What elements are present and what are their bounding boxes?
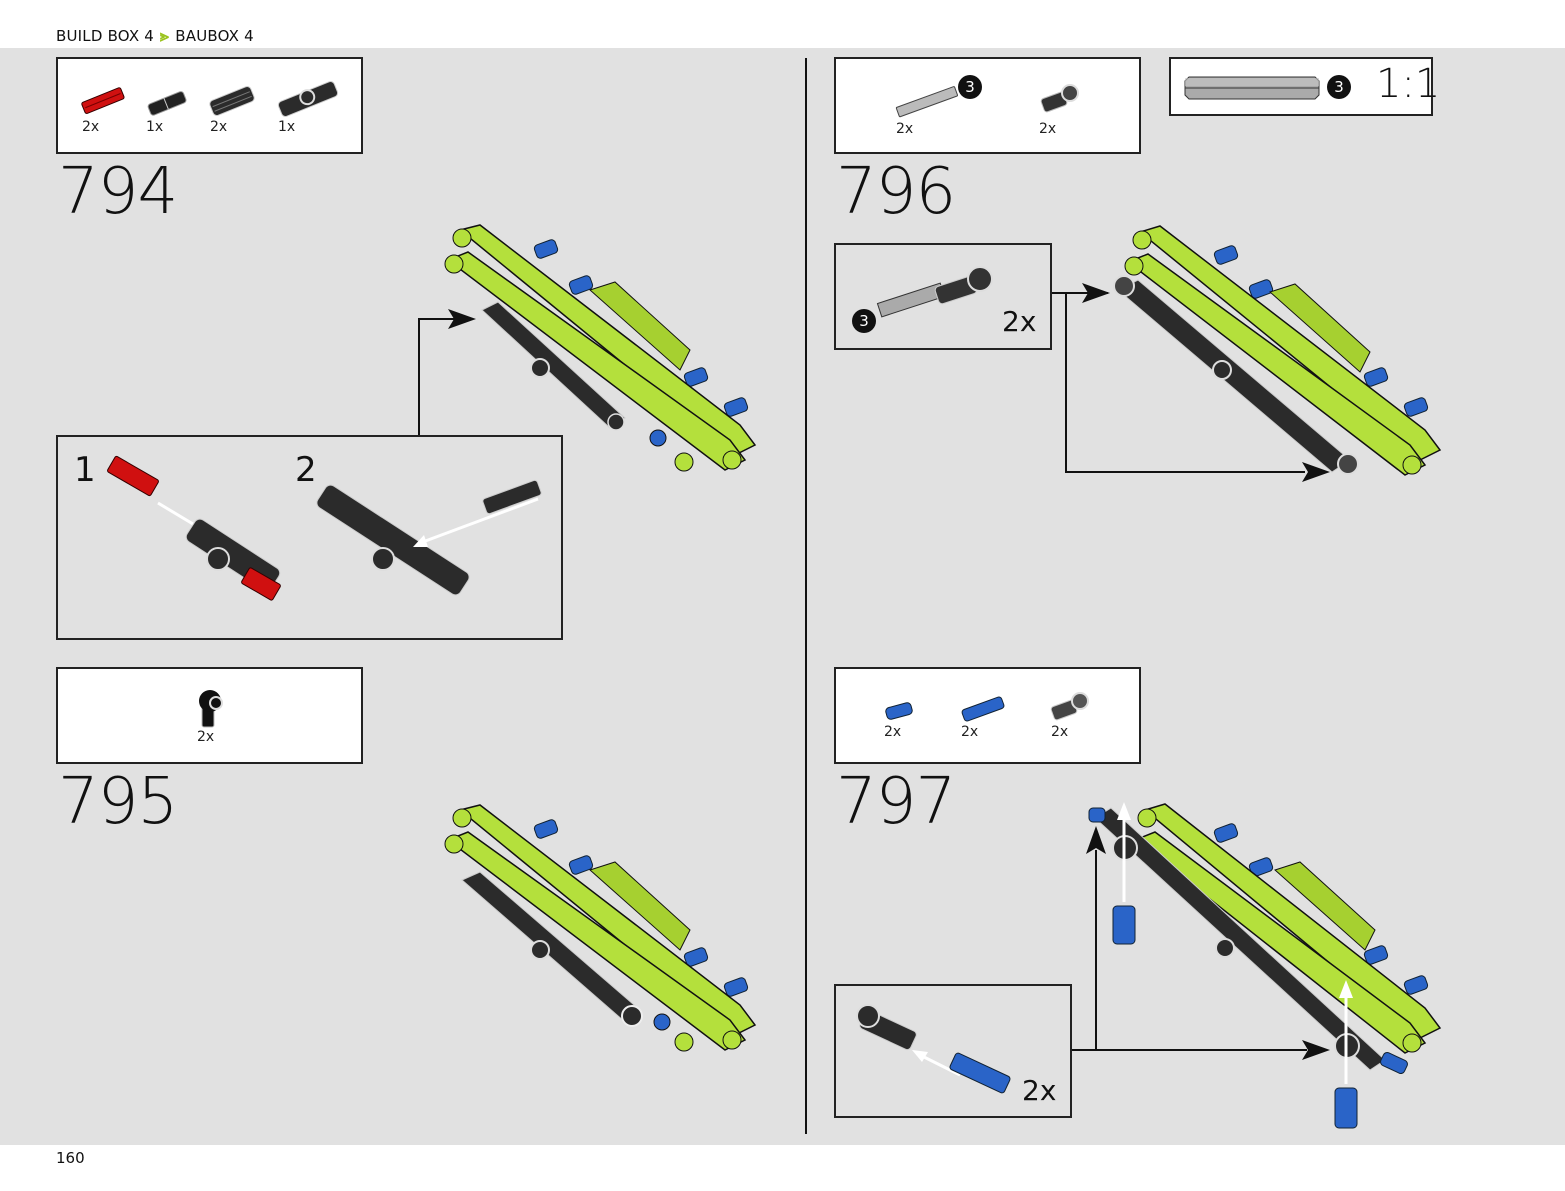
breadcrumb-item-baubox: BAUBOX 4 (175, 27, 254, 45)
black-axle-connector-icon (209, 86, 255, 116)
length-badge: 3 (852, 309, 876, 333)
substep-number: 1 (74, 450, 96, 490)
scale-reference-box: 3 1:1 (1169, 57, 1440, 116)
arrow-right-icon (1082, 283, 1110, 303)
assembly-795-illustration (444, 804, 757, 1052)
assembly-794-illustration (444, 224, 757, 472)
length-badge: 3 (1327, 75, 1351, 99)
black-pin-icon (147, 91, 187, 116)
subassembly-box-796: 3 2x (834, 243, 1052, 350)
chevron-right-icon: ⪢ (160, 26, 170, 45)
substeps-box-794: 1 2 (56, 435, 563, 640)
blue-pin-short-icon (885, 702, 913, 720)
callout-connector (1095, 850, 1097, 1050)
subassembly-qty: 2x (1002, 305, 1037, 338)
breadcrumb-item-build-box: BUILD BOX 4 (56, 27, 155, 45)
page-number: 160 (56, 1149, 85, 1167)
part-qty: 2x (1039, 121, 1057, 137)
axle-with-ring-subassembly-icon (876, 266, 993, 318)
arrow-right-icon (448, 309, 476, 329)
substep-number: 2 (295, 450, 317, 490)
scale-ratio: 1:1 (1376, 61, 1441, 107)
callout-connector (1065, 292, 1067, 473)
step-number: 795 (58, 765, 178, 839)
assembly-797-illustration (1088, 802, 1442, 1129)
parts-list-796: 3 2x 2x (834, 57, 1141, 154)
part-qty: 2x (884, 724, 902, 740)
substep-illustrations (107, 455, 542, 601)
blue-axle-pin-icon (961, 696, 1005, 722)
part-qty: 2x (197, 729, 215, 745)
black-axle-pin-ring-icon (1040, 84, 1079, 113)
length-badge: 3 (958, 75, 982, 99)
black-ring-connector-icon (1050, 692, 1089, 721)
parts-list-794: 2x 1x 2x 1x (56, 57, 363, 154)
part-qty: 2x (210, 119, 228, 135)
arrow-up-icon (1086, 826, 1106, 854)
breadcrumb: BUILD BOX 4 ⪢ BAUBOX 4 (56, 26, 254, 46)
part-qty: 2x (961, 724, 979, 740)
callout-connector (1052, 292, 1108, 294)
arrow-right-icon (1302, 462, 1330, 482)
part-qty: 2x (82, 119, 100, 135)
callout-connector (418, 318, 420, 436)
red-axle-pin-icon (81, 87, 125, 114)
arrow-right-icon (1302, 1040, 1330, 1060)
step-number: 794 (58, 155, 178, 229)
blue-pins (533, 239, 749, 417)
part-qty: 2x (1051, 724, 1069, 740)
callout-connector (418, 318, 454, 320)
assembly-796-illustration (1113, 225, 1442, 476)
black-angle-connector-icon (199, 690, 223, 728)
callout-connector (1065, 471, 1305, 473)
step-number: 797 (836, 765, 956, 839)
parts-list-795: 2x (56, 667, 363, 764)
column-divider (805, 58, 807, 1134)
callout-connector (1072, 1049, 1307, 1051)
axle-3-scale-icon (1184, 76, 1320, 100)
black-perpendicular-connector-icon (277, 81, 339, 117)
parts-list-797: 2x 2x 2x (834, 667, 1141, 764)
part-qty: 1x (146, 119, 164, 135)
ring-connector-with-blue-pin-icon (856, 1004, 1011, 1094)
subassembly-box-797: 2x (834, 984, 1072, 1118)
part-qty: 1x (278, 119, 296, 135)
part-qty: 2x (896, 121, 914, 137)
step-number: 796 (836, 155, 956, 229)
grey-axle-icon (895, 86, 958, 118)
subassembly-qty: 2x (1022, 1074, 1057, 1107)
